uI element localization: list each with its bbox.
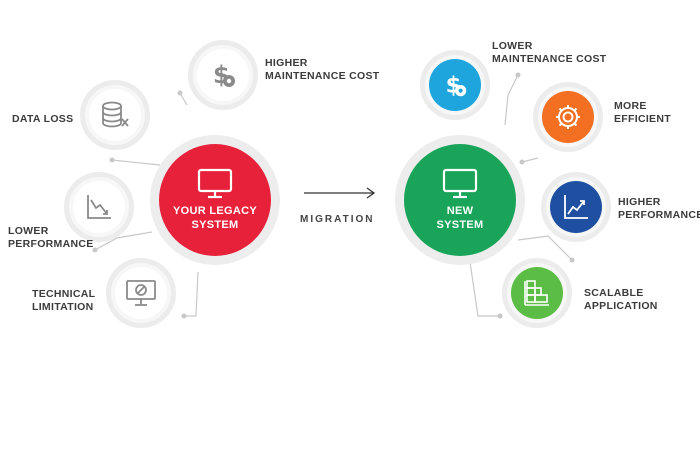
satellite-technical-limitation bbox=[106, 258, 176, 328]
label-scalable-application: SCALABLE APPLICATION bbox=[584, 287, 658, 312]
satellite-higher-performance bbox=[541, 172, 611, 242]
satellite-core bbox=[542, 91, 594, 143]
label-higher-performance: HIGHER PERFORMANCE bbox=[618, 196, 700, 221]
satellite-core: $ bbox=[197, 49, 249, 101]
gear-icon bbox=[556, 105, 580, 129]
label-higher-maintenance-cost: HIGHER MAINTENANCE COST bbox=[265, 57, 380, 82]
new-hub-title: NEW SYSTEM bbox=[436, 205, 484, 231]
legacy-hub-core: YOUR LEGACY SYSTEM bbox=[159, 144, 271, 256]
grid-blocks-icon bbox=[524, 280, 549, 306]
satellite-core bbox=[115, 267, 167, 319]
satellite-data-loss bbox=[80, 80, 150, 150]
chart-down-icon bbox=[87, 195, 111, 219]
label-more-efficient: MORE EFFICIENT bbox=[614, 100, 671, 125]
satellite-higher-maintenance-cost: $ bbox=[188, 40, 258, 110]
label-lower-performance: LOWER PERFORMANCE bbox=[8, 225, 94, 250]
label-lower-maintenance-cost: LOWER MAINTENANCE COST bbox=[492, 40, 607, 65]
satellite-core bbox=[550, 181, 602, 233]
new-hub-core: NEW SYSTEM bbox=[404, 144, 516, 256]
chart-up-icon bbox=[564, 195, 588, 219]
monitor-blocked-icon bbox=[126, 280, 156, 306]
monitor-icon bbox=[197, 168, 233, 199]
satellite-lower-performance bbox=[64, 172, 134, 242]
monitor-icon bbox=[442, 168, 478, 199]
database-x-icon bbox=[102, 101, 129, 128]
migration-label: MIGRATION bbox=[300, 214, 375, 225]
migration-arrow bbox=[304, 187, 376, 199]
label-technical-limitation: TECHNICAL LIMITATION bbox=[32, 288, 96, 313]
satellite-core bbox=[89, 89, 141, 141]
legacy-hub-title: YOUR LEGACY SYSTEM bbox=[173, 205, 257, 231]
satellite-lower-maintenance-cost: $ bbox=[420, 50, 490, 120]
satellite-core: $ bbox=[429, 59, 481, 111]
satellite-core bbox=[73, 181, 125, 233]
label-data-loss: DATA LOSS bbox=[12, 113, 74, 125]
dollar-gear-icon: $ bbox=[446, 73, 467, 99]
satellite-scalable-application bbox=[502, 258, 572, 328]
dollar-gear-icon: $ bbox=[213, 61, 235, 89]
satellite-more-efficient bbox=[533, 82, 603, 152]
satellite-core bbox=[511, 267, 563, 319]
new-system-hub: NEW SYSTEM bbox=[395, 135, 525, 265]
legacy-system-hub: YOUR LEGACY SYSTEM bbox=[150, 135, 280, 265]
